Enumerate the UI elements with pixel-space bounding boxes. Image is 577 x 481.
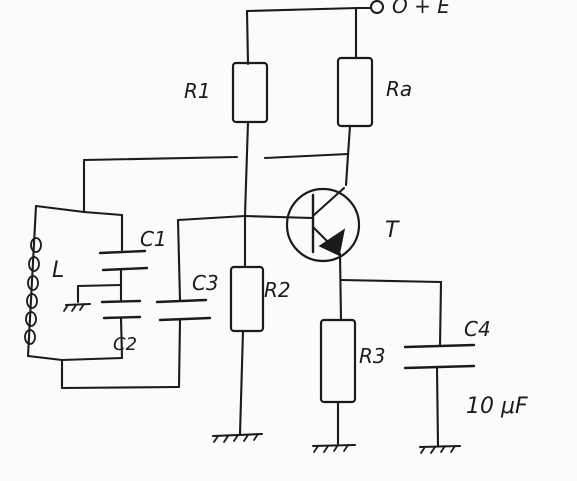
- transistor-emitter-arrow: [318, 228, 346, 257]
- capacitor-c2-bottom-plate: [102, 315, 142, 320]
- resistor-r1: [231, 61, 269, 124]
- resistor-r2: [229, 265, 265, 333]
- capacitor-c4-value: 10 μF: [466, 394, 528, 419]
- supply-terminal: [370, 0, 384, 14]
- capacitor-c3-bottom-plate: [158, 316, 212, 322]
- capacitor-c4-bottom-plate: [403, 364, 476, 370]
- inductor-l: [24, 237, 42, 345]
- capacitor-c4-label: C4: [464, 317, 491, 341]
- ground-r3: [311, 443, 357, 453]
- resistor-r3: [319, 318, 357, 404]
- ground-r2: [211, 432, 264, 443]
- ground-middle-tap: [63, 283, 123, 312]
- resistor-ra: [336, 56, 374, 128]
- capacitor-c2-label: C2: [113, 334, 137, 355]
- resistor-r3-label: R3: [359, 344, 386, 368]
- resistor-r1-label: R1: [184, 79, 211, 103]
- transistor-t: [285, 187, 361, 263]
- supply-label: O + E: [392, 0, 450, 18]
- capacitor-c4-top-plate: [403, 343, 476, 349]
- resistor-ra-label: Ra: [386, 77, 412, 101]
- inductor-label: L: [52, 258, 64, 283]
- capacitor-c1-bottom-plate: [101, 266, 149, 272]
- capacitor-c2-top-plate: [100, 299, 142, 304]
- ground-c4: [418, 444, 462, 454]
- transistor-label: T: [385, 218, 400, 243]
- supply-rail: [245, 6, 372, 66]
- transistor-collector: [312, 186, 346, 217]
- capacitor-c1-top-plate: [98, 249, 147, 255]
- capacitor-c1-label: C1: [140, 227, 167, 251]
- capacitor-c3-top-plate: [155, 298, 208, 304]
- resistor-r2-label: R2: [264, 278, 291, 302]
- capacitor-c3-label: C3: [192, 271, 219, 295]
